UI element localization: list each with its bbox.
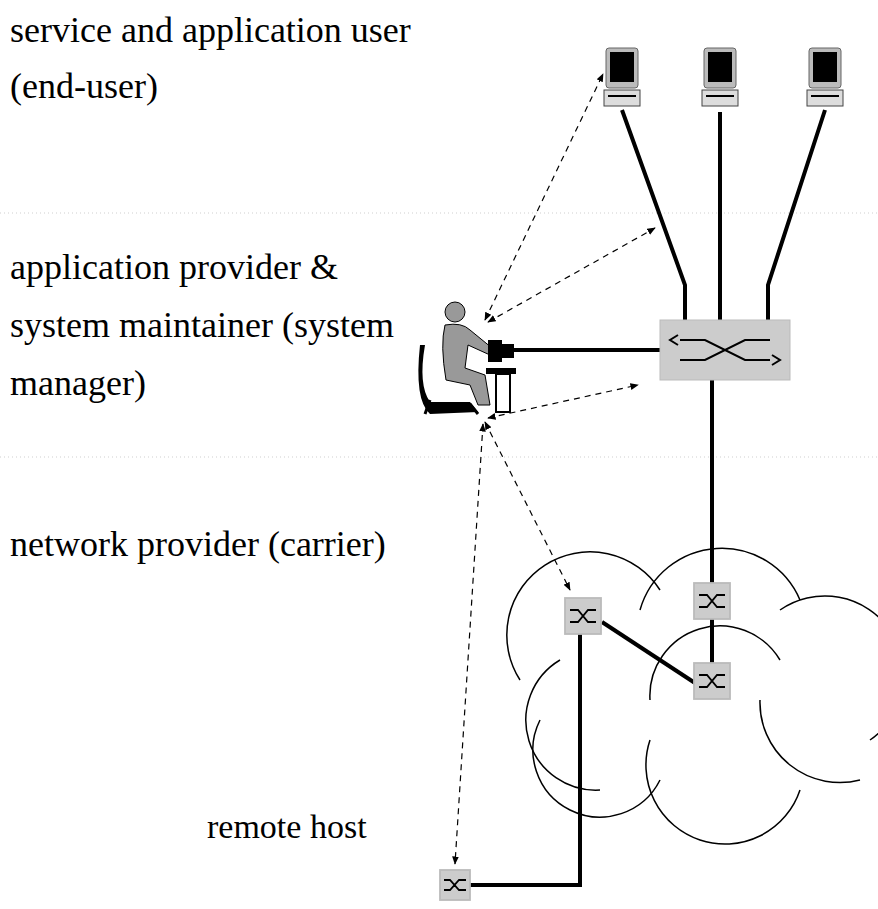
network-wire	[470, 110, 825, 885]
role-label: application provider & system maintainer…	[10, 238, 415, 412]
host-label: remote host	[207, 806, 427, 848]
switch-box	[660, 320, 790, 380]
layer-separator	[0, 213, 878, 214]
role-label: service and application user (end-user)	[10, 2, 490, 114]
switch-symbol	[440, 583, 730, 900]
role-label: network provider (carrier)	[10, 515, 410, 573]
computer-icon	[604, 48, 843, 106]
management-relation	[455, 74, 655, 864]
label-wrapper: application provider & system maintainer…	[10, 238, 415, 412]
label-wrapper: service and application user (end-user)	[10, 2, 490, 114]
layer-separator	[0, 457, 878, 458]
network-cloud	[507, 548, 878, 844]
label-wrapper: remote host	[207, 806, 427, 848]
label-wrapper: network provider (carrier)	[10, 515, 410, 573]
system-manager-figure	[418, 302, 516, 414]
